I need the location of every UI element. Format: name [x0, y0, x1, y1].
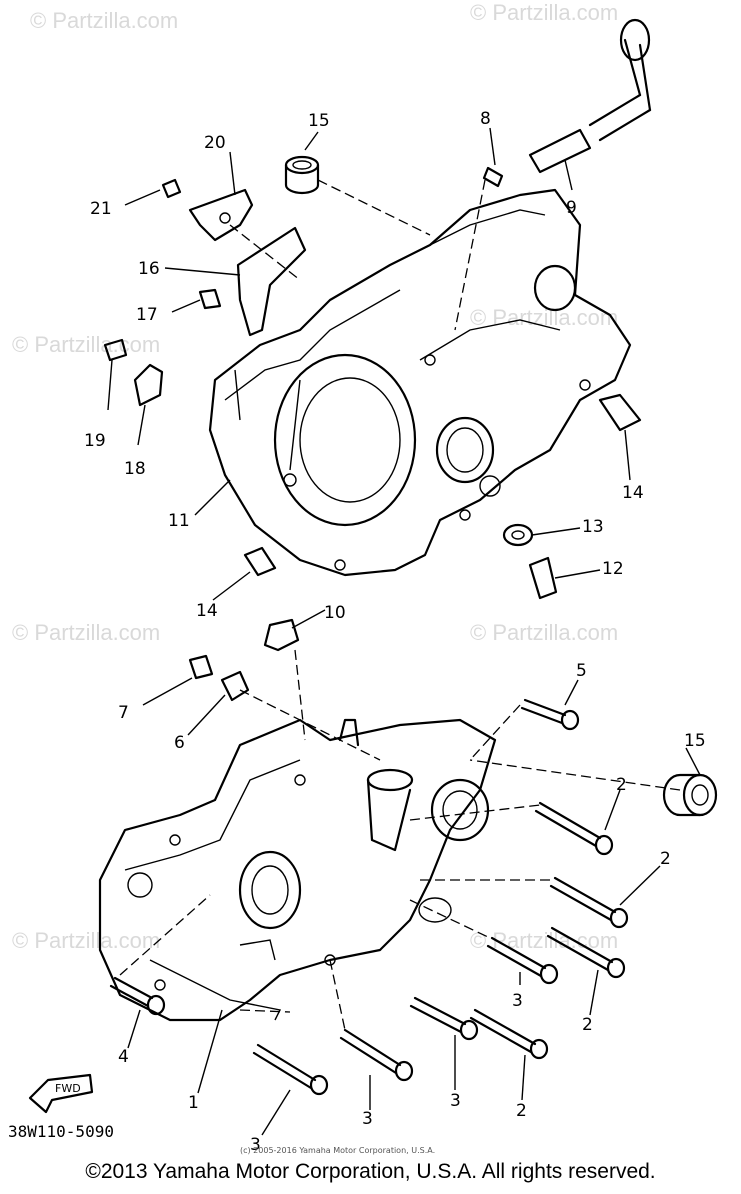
part-16-plate	[236, 226, 307, 337]
bolt-3-c	[339, 1028, 414, 1082]
callout-15: 15	[308, 111, 330, 131]
callout-2-b: 2	[660, 849, 671, 869]
part-15-lower-bushing	[662, 773, 718, 817]
part-18-clip	[133, 363, 164, 407]
bolt-4	[109, 976, 166, 1016]
bolt-3-d	[252, 1043, 329, 1096]
callout-1: 1	[188, 1093, 199, 1113]
fwd-label: FWD	[55, 1082, 81, 1095]
watermark: © Partzilla.com	[470, 620, 618, 645]
crankcase-left-half	[98, 718, 497, 1022]
watermark: © Partzilla.com	[12, 928, 160, 953]
callout-10: 10	[324, 603, 346, 623]
bolt-2-b	[549, 876, 629, 929]
watermark: © Partzilla.com	[12, 332, 160, 357]
bolt-3-b	[409, 996, 479, 1041]
callout-7: 7	[118, 703, 129, 723]
part-6-collar	[220, 670, 250, 702]
watermark: © Partzilla.com	[30, 8, 178, 33]
part-9-pipe	[528, 18, 652, 174]
bolt-5	[520, 698, 580, 731]
callout-5: 5	[576, 661, 587, 681]
callout-2-c: 2	[582, 1015, 593, 1035]
bolt-2-a	[534, 801, 614, 856]
alignment-line	[239, 689, 381, 761]
bolts	[109, 698, 629, 1096]
callout-18: 18	[124, 459, 146, 479]
alignment-line	[239, 1009, 291, 1013]
callout-17: 17	[136, 305, 158, 325]
callout-2-a: 2	[616, 775, 627, 795]
leader-lines	[107, 127, 701, 1136]
diagram-code: 38W110-5090	[8, 1122, 114, 1141]
callout-numbers: 15 20 21 8 9 16 17 19 18 11 14 13 12 14 …	[84, 109, 706, 1155]
fwd-arrow-icon: FWD	[28, 1073, 94, 1114]
part-20-bracket	[188, 188, 254, 242]
part-19-nut	[103, 338, 128, 362]
part-14-dowel-upper-left	[243, 546, 277, 577]
bolt-2-c	[546, 926, 626, 979]
alignment-line	[119, 894, 211, 976]
part-10-clip	[263, 618, 300, 652]
bolt-2-d	[469, 1008, 549, 1060]
alignment-line	[329, 959, 346, 1031]
part-13-washer	[502, 523, 534, 547]
footer-copyright: ©2013 Yamaha Motor Corporation, U.S.A. A…	[85, 1160, 656, 1183]
callout-12: 12	[602, 559, 624, 579]
crankcase-right-half	[208, 188, 632, 577]
part-7-screw	[188, 654, 214, 680]
callout-2-d: 2	[516, 1101, 527, 1121]
callout-19: 19	[84, 431, 106, 451]
alignment-line	[469, 759, 681, 791]
watermarks: © Partzilla.com © Partzilla.com © Partzi…	[12, 0, 618, 953]
callout-3-a: 3	[512, 991, 523, 1011]
callout-20: 20	[204, 133, 226, 153]
alignment-line	[317, 179, 431, 236]
callout-14-left: 14	[196, 601, 218, 621]
callout-6: 6	[174, 733, 185, 753]
alignment-line	[454, 179, 486, 331]
part-14-dowel-upper-right	[598, 393, 642, 432]
part-21-screw	[161, 178, 182, 199]
callout-3-d: 3	[250, 1135, 261, 1155]
part-17-screw	[198, 288, 222, 310]
callout-15-lower: 15	[684, 731, 706, 751]
callout-4: 4	[118, 1047, 129, 1067]
part-12-plug	[528, 556, 558, 600]
watermark: © Partzilla.com	[470, 0, 618, 25]
callout-13: 13	[582, 517, 604, 537]
callout-11: 11	[168, 511, 190, 531]
callout-14-right: 14	[622, 483, 644, 503]
alignment-line	[469, 704, 521, 761]
callout-8: 8	[480, 109, 491, 129]
callout-21: 21	[90, 199, 112, 219]
part-15-upper-bushing	[284, 155, 320, 195]
part-8-fitting	[482, 166, 504, 188]
callout-16: 16	[138, 259, 160, 279]
callout-3-c: 3	[362, 1109, 373, 1129]
watermark: © Partzilla.com	[12, 620, 160, 645]
callout-3-b: 3	[450, 1091, 461, 1111]
bolt-3-a	[486, 936, 559, 985]
callout-9: 9	[566, 198, 577, 218]
alignment-line	[294, 649, 306, 741]
alignment-line	[229, 224, 301, 281]
small-copyright: (c) 2005-2016 Yamaha Motor Corporation, …	[240, 1146, 436, 1155]
alignment-line	[409, 804, 541, 821]
